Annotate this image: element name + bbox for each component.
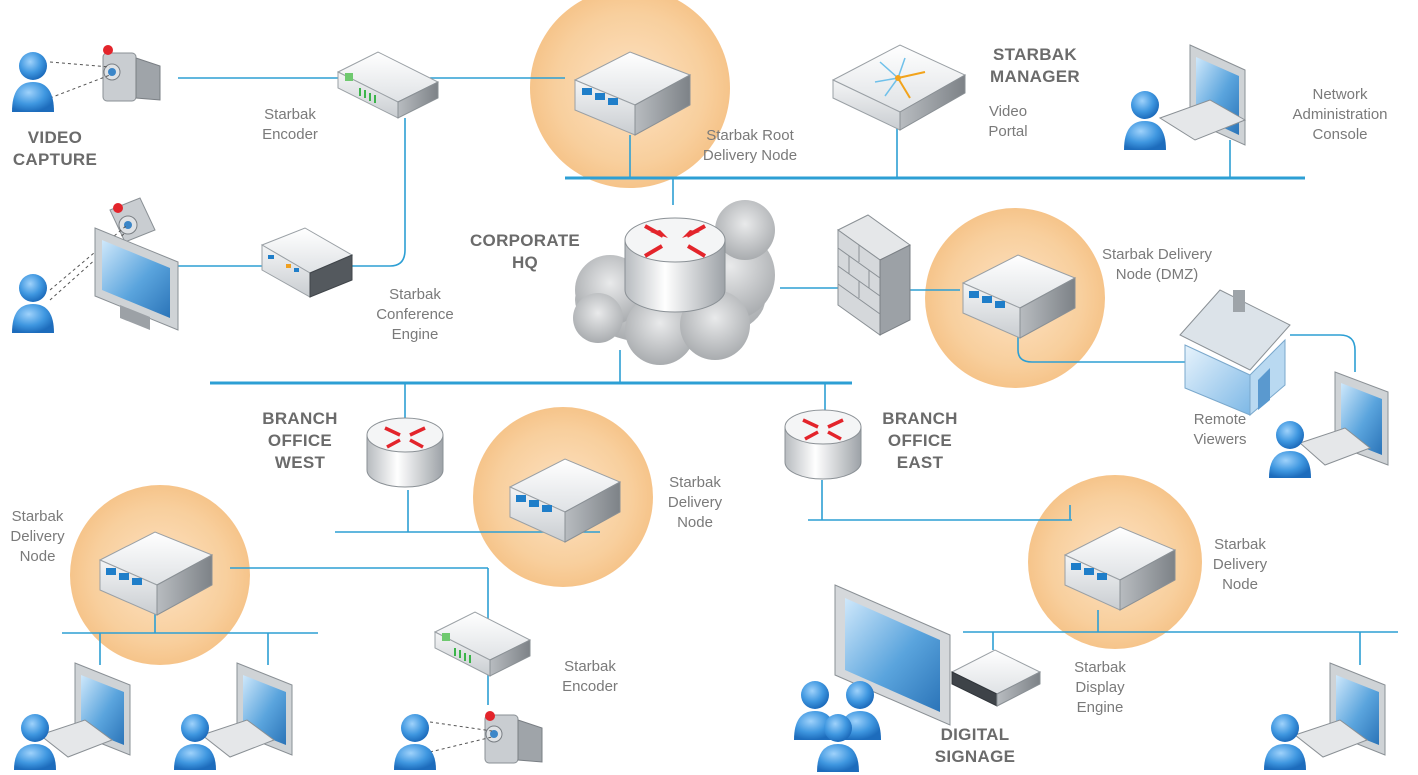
label-branch-east: BRANCH OFFICE EAST [882,409,958,472]
conference-engine [260,227,354,298]
person-signage-3 [817,714,859,772]
person-conference [12,274,54,333]
monitor-conference [94,227,179,331]
video-portal-appliance [831,44,967,131]
label-west-center-node: Starbak Delivery Node [667,474,723,531]
core-router [624,217,726,313]
firewall [837,214,911,336]
label-digital-signage: DIGITAL SIGNAGE [934,725,1016,766]
person-east [1264,714,1306,770]
person-signage-2 [839,681,881,740]
person-admin [1124,91,1166,150]
encoder-top [336,51,440,119]
label-corporate-hq: CORPORATE HQ [469,231,581,272]
person-west-2 [174,714,216,770]
west-center-delivery-node [508,458,622,543]
video-camera-bottom [484,711,543,764]
label-root-node: Starbak Root Delivery Node [702,127,798,164]
monitor-remote [1299,371,1389,466]
label-encoder-top: Starbak Encoder [262,106,318,143]
person-remote [1269,421,1311,478]
display-engine [950,649,1042,707]
router-west [366,417,444,488]
root-delivery-node [573,51,692,136]
monitor-west-1 [38,662,131,758]
dmz-delivery-node [961,254,1077,339]
west-left-delivery-node [98,531,214,616]
label-dmz-node: Starbak Delivery Node (DMZ) [1101,246,1213,283]
monitor-west-2 [200,662,293,758]
remote-house-icon [1179,289,1291,417]
monitor-admin [1158,44,1247,146]
encoder-bottom [433,611,532,677]
person-video-capture [12,52,54,112]
label-remote-viewers: Remote Viewers [1193,411,1247,448]
label-video-capture: VIDEO CAPTURE [12,128,98,169]
label-encoder-bottom: Starbak Encoder [562,658,618,695]
label-display-engine: Starbak Display Engine [1074,659,1126,716]
label-video-portal: Video Portal [988,103,1028,140]
label-conference-engine: Starbak Conference Engine [376,286,454,343]
router-east [784,409,862,480]
person-west-1 [14,714,56,770]
label-east-node: Starbak Delivery Node [1212,536,1268,593]
video-camera-top [102,45,161,102]
east-delivery-node [1063,526,1177,611]
person-encoder [394,714,436,770]
label-west-left-node: Starbak Delivery Node [10,508,65,565]
label-admin-console: Network Administration Console [1292,86,1388,143]
monitor-east [1293,662,1386,758]
webcam-icon [109,197,156,243]
label-branch-west: BRANCH OFFICE WEST [262,409,338,472]
label-manager: STARBAK MANAGER [990,45,1080,86]
person-icons [12,52,1311,772]
digital-signage-display [834,584,951,726]
